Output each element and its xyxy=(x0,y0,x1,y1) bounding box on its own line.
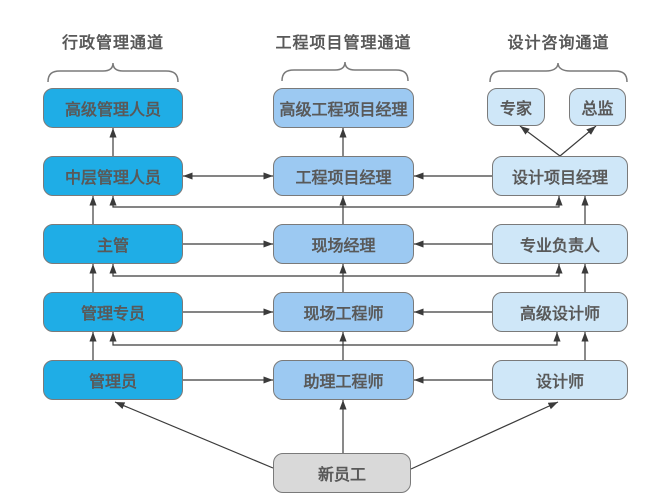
node-assistant-engineer: 助理工程师 xyxy=(273,360,414,400)
node-designer: 设计师 xyxy=(492,360,628,400)
arrow-new-employee-to-administrator xyxy=(114,401,274,469)
node-admin-specialist: 管理专员 xyxy=(43,292,183,332)
node-chief-director: 总监 xyxy=(569,88,626,126)
node-middle-management: 中层管理人员 xyxy=(43,156,183,196)
arrow-design-pm-to-expert xyxy=(519,125,561,157)
arrow-assistant-cross-promotion xyxy=(109,332,561,346)
node-design-project-manager: 设计项目经理 xyxy=(492,156,628,196)
node-project-manager: 工程项目经理 xyxy=(273,156,414,196)
node-site-manager: 现场经理 xyxy=(273,224,414,264)
arrow-design-pm-to-chief-director xyxy=(559,125,597,157)
node-new-employee: 新员工 xyxy=(273,453,411,493)
admin-channel-brace xyxy=(47,62,179,83)
node-senior-project-manager: 高级工程项目经理 xyxy=(273,88,414,128)
node-administrator: 管理员 xyxy=(43,360,183,400)
node-expert: 专家 xyxy=(487,88,545,126)
arrow-new-employee-to-designer xyxy=(410,401,559,470)
channel-title-project: 工程项目管理通道 xyxy=(275,35,412,52)
arrow-site-engineer-cross-promotion xyxy=(109,264,563,277)
project-channel-brace xyxy=(281,61,409,82)
channel-title-design: 设计咨询通道 xyxy=(507,35,610,52)
node-supervisor: 主管 xyxy=(43,224,183,264)
node-senior-designer: 高级设计师 xyxy=(492,292,628,332)
channel-title-admin: 行政管理通道 xyxy=(61,35,164,52)
node-site-engineer: 现场工程师 xyxy=(273,292,414,332)
node-senior-management: 高级管理人员 xyxy=(43,88,183,128)
arrow-site-manager-cross-promotion xyxy=(109,196,563,208)
design-channel-brace xyxy=(489,62,628,83)
node-discipline-lead: 专业负责人 xyxy=(492,224,628,264)
